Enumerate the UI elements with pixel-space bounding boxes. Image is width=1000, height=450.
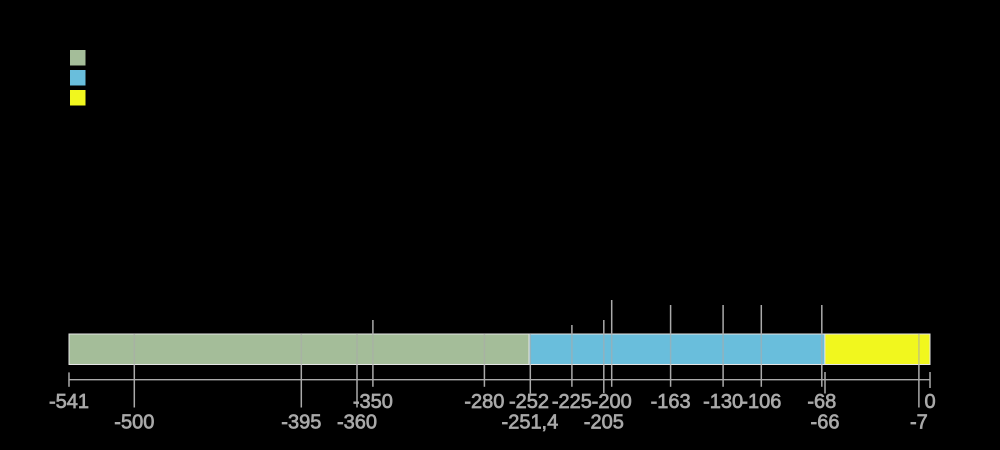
svg-text:-163: -163 [651, 391, 691, 413]
svg-text:-66: -66 [811, 411, 840, 433]
svg-text:-205: -205 [584, 411, 624, 433]
svg-text:-68: -68 [807, 391, 836, 413]
svg-text:-7: -7 [910, 411, 928, 433]
svg-text:-130: -130 [703, 391, 743, 413]
svg-text:-225: -225 [552, 391, 592, 413]
svg-text:-541: -541 [49, 391, 89, 413]
svg-text:-360: -360 [337, 411, 377, 433]
svg-text:-106: -106 [741, 391, 781, 413]
svg-text:-252: -252 [509, 391, 549, 413]
svg-text:-350: -350 [353, 391, 393, 413]
svg-text:-395: -395 [281, 411, 321, 433]
svg-text:-251,4: -251,4 [502, 411, 559, 433]
svg-text:0: 0 [924, 391, 935, 413]
svg-text:-200: -200 [592, 391, 632, 413]
svg-text:-280: -280 [464, 391, 504, 413]
svg-text:-500: -500 [114, 411, 154, 433]
